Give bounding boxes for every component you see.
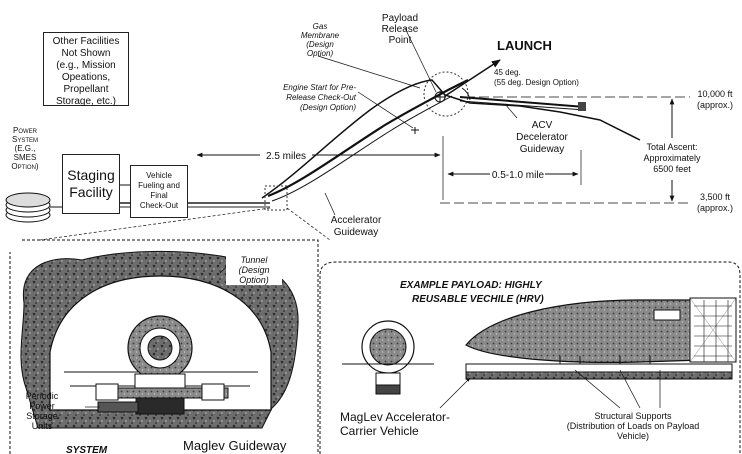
engine-start-label: Engine Start for Pre- Release Check-Out … [283, 83, 356, 112]
carrier-vehicle-label: MagLev Accelerator- Carrier Vehicle [340, 410, 451, 438]
payload-title-line-1: EXAMPLE PAYLOAD: HIGHLY [400, 280, 543, 291]
total-ascent-label: Total Ascent: Approximately 6500 feet [634, 142, 710, 175]
guideway-base [95, 383, 229, 415]
power-storage-units [85, 401, 139, 413]
payload-release-label: Payload Release Point [381, 13, 419, 46]
tunnel-entrance [264, 185, 288, 211]
launch-arrow [444, 59, 501, 101]
smes-coil-icon [5, 192, 63, 223]
payload-title-line-2: REUSABLE VECHILE (HRV) [412, 294, 544, 305]
system-label: SYSTEM [66, 445, 108, 454]
left-detail-frame [9, 239, 319, 454]
distance-0-5-mile-label: 0.5-1.0 mile [492, 170, 545, 181]
angle-label: 45 deg. (55 deg. Design Option) [494, 68, 579, 87]
callout-lines [39, 207, 331, 241]
hrv-vehicle [465, 297, 737, 380]
leader-lines [317, 27, 518, 216]
tunnel-vehicle [64, 315, 258, 389]
altitude-reference-lines [440, 96, 690, 204]
altitude-3500-label: 3,500 ft (approx.) [696, 192, 733, 213]
power-system-label: Power System (E.G., SMES Option) [11, 126, 39, 171]
payload-leaders [439, 369, 661, 409]
gas-membrane-label: Gas Membrane (Design Option) [300, 22, 340, 58]
carrier-vehicle-front [342, 320, 434, 395]
accelerator-guideway-track [267, 79, 469, 202]
staging-facility-box: Staging Facility [62, 154, 120, 214]
dimension-2-5-miles [196, 136, 444, 200]
launch-label: LAUNCH [497, 38, 552, 53]
other-facilities-box: Other Facilities Not Shown (e.g., Missio… [43, 32, 129, 107]
acv-decelerator-guideway-track [459, 96, 586, 111]
tunnel-label: Tunnel (Design Option) [226, 255, 282, 285]
distance-2-5-miles-label: 2.5 miles [266, 151, 306, 162]
altitude-10000-label: 10,000 ft (approx.) [696, 89, 733, 110]
acv-guideway-label: ACV Decelerator Guideway [516, 120, 568, 155]
accelerator-guideway-label: Accelerator Guideway [330, 215, 382, 238]
maglev-guideway-label: Maglev Guideway [183, 438, 287, 453]
release-point-marker [411, 71, 469, 134]
power-storage-label: Periodic Power Storage Units [25, 391, 59, 431]
vehicle-fueling-box: Vehicle Fueling and Final Check-Out [130, 165, 188, 218]
dimension-0-5-mile [447, 150, 582, 185]
structural-supports-label: Structural Supports (Distribution of Loa… [566, 411, 700, 441]
